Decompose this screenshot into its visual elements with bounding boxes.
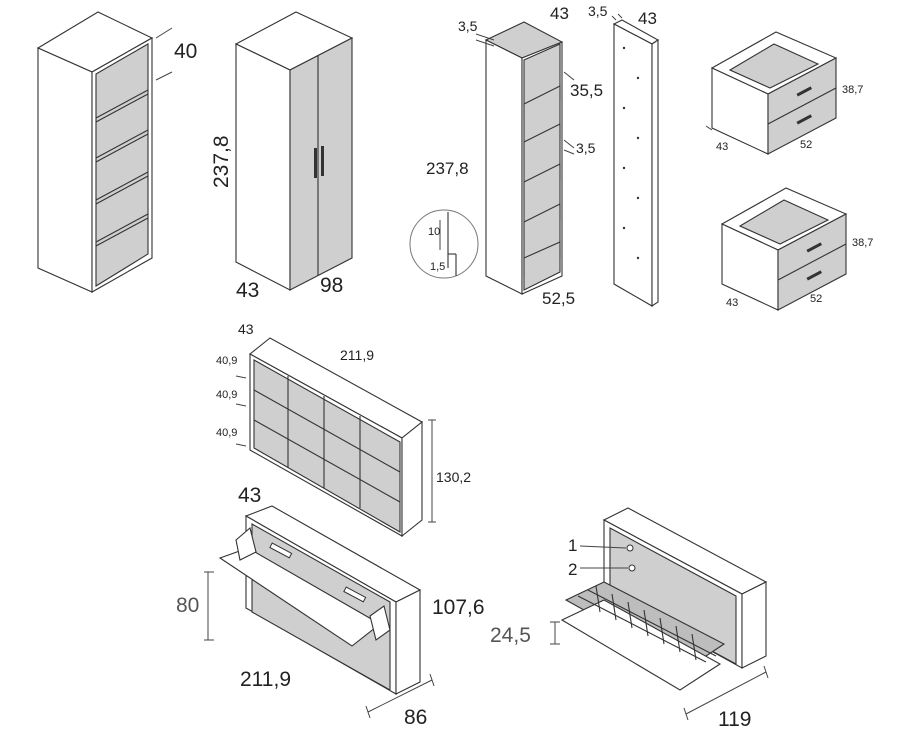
module-width-label: 52,5 xyxy=(542,289,575,308)
fold-bed-open xyxy=(550,507,769,721)
wardrobe-depth-label: 43 xyxy=(236,279,259,302)
drawer-bottom-height-label: 38,7 xyxy=(852,237,873,249)
drawer-bottom-width-label: 52 xyxy=(810,293,822,305)
side-depth-label: 43 xyxy=(550,4,569,23)
detail-10-label: 10 xyxy=(428,226,440,238)
drawer-top-height-label: 38,7 xyxy=(842,84,863,96)
wardrobe-height-label: 237,8 xyxy=(210,135,233,188)
drawer-top-depth-label: 43 xyxy=(716,141,728,153)
bed-width-label: 211,9 xyxy=(240,668,291,691)
cubby-height-label: 130,2 xyxy=(436,469,471,485)
shelf-thickness-label: 3,5 xyxy=(576,140,596,156)
cubby-row2-label: 40,9 xyxy=(216,389,237,401)
open-shelf-module xyxy=(475,21,575,295)
bed-depth-label: 43 xyxy=(238,484,261,507)
drawer-unit-top xyxy=(705,31,838,155)
shelf-spacing-label: 35,5 xyxy=(570,81,603,100)
drawer-unit-bottom xyxy=(720,187,848,311)
panel-depth-label: 43 xyxy=(638,9,657,28)
drawer-bottom-depth-label: 43 xyxy=(726,297,738,309)
callout-1-label: 1 xyxy=(568,536,577,555)
panel-thickness-label: 3,5 xyxy=(588,3,608,19)
drawer-top-width-label: 52 xyxy=(800,139,812,151)
open-shelf-unit xyxy=(36,11,173,293)
bed-height-label: 107,6 xyxy=(432,596,485,619)
cubby-storage xyxy=(235,337,436,538)
fold-bed-desk xyxy=(204,505,435,719)
shelf-unit-depth-label: 40 xyxy=(174,40,197,63)
wardrobe-width-label: 98 xyxy=(320,274,343,297)
base-detail xyxy=(409,209,479,279)
wardrobe xyxy=(234,11,354,291)
bed2-leg-height-label: 24,5 xyxy=(490,624,531,647)
detail-1-5-label: 1,5 xyxy=(430,261,445,273)
bed-open-depth-label: 86 xyxy=(404,706,427,729)
bed2-open-depth-label: 119 xyxy=(718,708,751,731)
side-panel xyxy=(611,13,660,308)
bed-front-height-label: 80 xyxy=(176,594,199,617)
cubby-row1-label: 40,9 xyxy=(216,355,237,367)
cubby-width-label: 211,9 xyxy=(340,347,374,363)
callout-2-label: 2 xyxy=(568,560,577,579)
cubby-depth-label: 43 xyxy=(238,321,254,337)
cubby-row3-label: 40,9 xyxy=(216,427,237,439)
side-thickness-label: 3,5 xyxy=(458,18,478,34)
module-height-label: 237,8 xyxy=(426,159,469,178)
